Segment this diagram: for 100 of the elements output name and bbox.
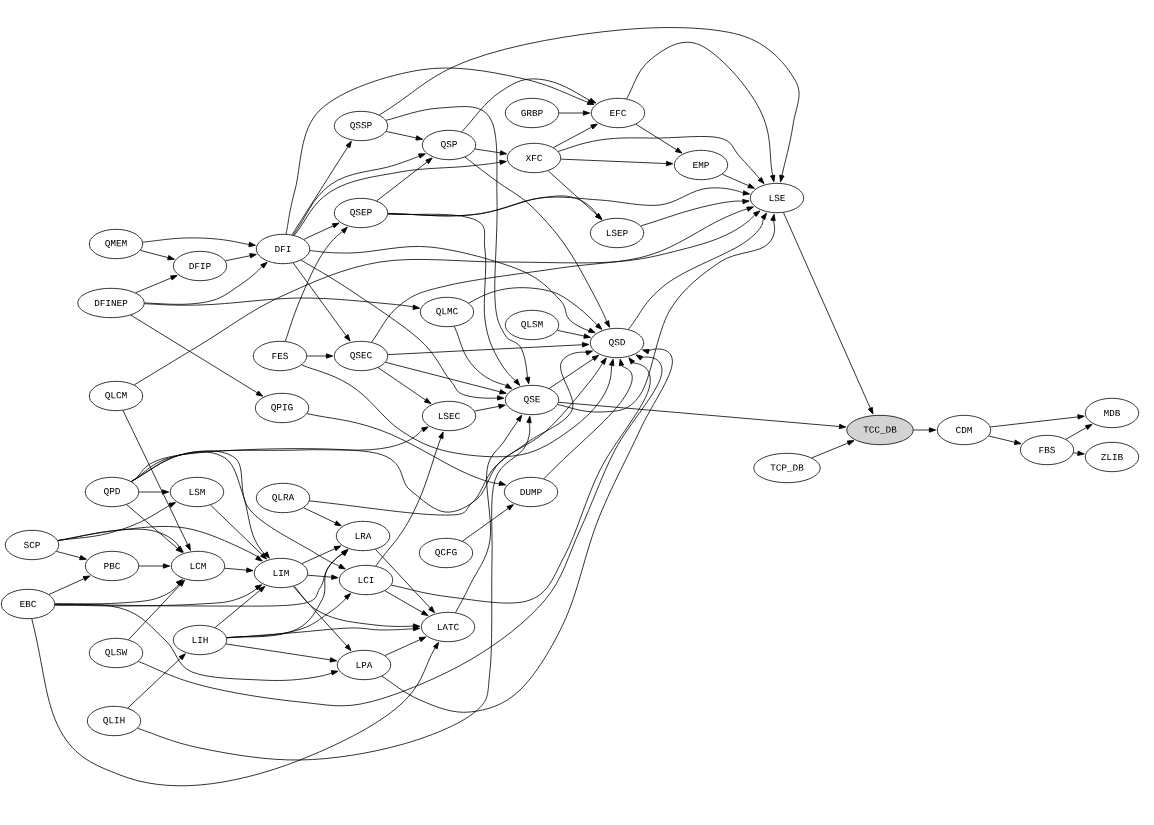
arrow: [387, 342, 590, 356]
ellipse-node: DFI: [255, 233, 311, 265]
arrow: [375, 548, 436, 614]
arrow: [626, 41, 776, 183]
arrow: [468, 287, 603, 330]
arrow: [464, 156, 610, 328]
ellipse-node: XFC: [506, 142, 562, 174]
arrow: [455, 414, 523, 613]
arrow: [378, 27, 800, 183]
ellipse-node: LSE: [749, 182, 805, 214]
arrow: [226, 626, 421, 639]
arrow: [144, 297, 420, 310]
arrow: [307, 574, 339, 580]
arrow: [371, 206, 754, 343]
arrow: [285, 67, 595, 235]
ellipse-node: QSEC: [333, 340, 389, 372]
arrow: [292, 262, 351, 342]
ellipse-node: LSM: [169, 476, 225, 508]
arrow: [284, 226, 348, 342]
arrow: [560, 158, 674, 167]
arrow: [225, 253, 257, 262]
arrow: [122, 410, 191, 551]
arrow: [135, 275, 178, 294]
ellipse-node: LIH: [172, 624, 228, 656]
arrow: [293, 159, 507, 236]
ellipse-node: FES: [252, 340, 308, 372]
ellipse-node: QLSM: [504, 309, 560, 341]
ellipse-node: FBS: [1019, 434, 1075, 466]
ellipse-node: LPA: [336, 649, 392, 681]
arrow: [990, 414, 1085, 428]
arrow: [130, 426, 429, 482]
arrow: [635, 123, 683, 154]
arrow: [548, 354, 600, 389]
ellipse-node: QSSP: [333, 110, 389, 142]
ellipse-node: QPIG: [254, 392, 310, 424]
arrow: [391, 357, 651, 604]
ellipse-node: DFINEP: [77, 287, 145, 319]
arrow: [384, 590, 429, 616]
ellipse-node: LCM: [170, 550, 226, 582]
arrow: [376, 157, 433, 202]
arrow: [309, 246, 596, 334]
ellipse-node: QLSW: [88, 637, 144, 669]
arrow: [142, 237, 256, 248]
ellipse-node: QSD: [589, 327, 645, 359]
arrow: [133, 210, 761, 386]
arrow: [144, 261, 268, 305]
ellipse-node: LSEC: [421, 400, 477, 432]
ellipse-node: GRBP: [504, 97, 560, 129]
arrow: [640, 199, 750, 227]
arrow: [137, 354, 663, 707]
arrow: [988, 435, 1022, 445]
arrow: [303, 222, 340, 240]
ellipse-node: DUMP: [503, 476, 559, 508]
arrow: [57, 526, 263, 562]
arrow: [1065, 424, 1093, 440]
arrow: [54, 604, 339, 681]
ellipse-node: CDM: [936, 414, 992, 446]
arrow: [557, 213, 776, 413]
arrow: [214, 585, 266, 628]
arrow: [301, 358, 615, 458]
arrow: [128, 579, 185, 641]
arrow: [225, 643, 338, 663]
arrow: [140, 250, 175, 261]
ellipse-node: QLCM: [88, 380, 144, 412]
arrow: [31, 618, 439, 787]
arrow: [291, 140, 352, 236]
arrow: [556, 329, 591, 339]
ellipse-node: QLMC: [419, 296, 475, 328]
arrow: [453, 326, 513, 390]
arrow: [384, 636, 427, 656]
ellipse-node: QPD: [84, 476, 140, 508]
arrow: [138, 489, 170, 495]
ellipse-node: QMEM: [88, 228, 144, 260]
arrow: [303, 507, 342, 527]
arrow: [301, 545, 342, 564]
arrow: [387, 187, 750, 217]
arrow: [462, 504, 514, 542]
ellipse-node: LCI: [338, 564, 394, 596]
arrow: [627, 212, 767, 330]
arrow: [474, 403, 506, 412]
ellipse-node: EMP: [673, 149, 729, 181]
arrow: [127, 653, 186, 709]
ellipse-node: LIM: [253, 557, 309, 589]
arrow: [54, 549, 348, 607]
arrow: [721, 173, 755, 189]
arrow: [377, 367, 432, 404]
ellipse-node: QLIH: [86, 705, 142, 737]
ellipse-node: DFIP: [172, 250, 228, 282]
ellipse-node: MDB: [1084, 397, 1140, 429]
ellipse-node: QSP: [421, 129, 477, 161]
arrow: [811, 440, 855, 459]
arrow: [558, 110, 591, 116]
arrow: [1073, 450, 1085, 456]
arrow: [137, 415, 532, 761]
ellipse-node: LATC: [420, 611, 476, 643]
arrow: [306, 353, 334, 359]
arrow: [300, 259, 505, 401]
arrow: [381, 348, 673, 713]
ellipse-node: TCC_DB: [846, 414, 914, 446]
arrow: [375, 431, 444, 567]
